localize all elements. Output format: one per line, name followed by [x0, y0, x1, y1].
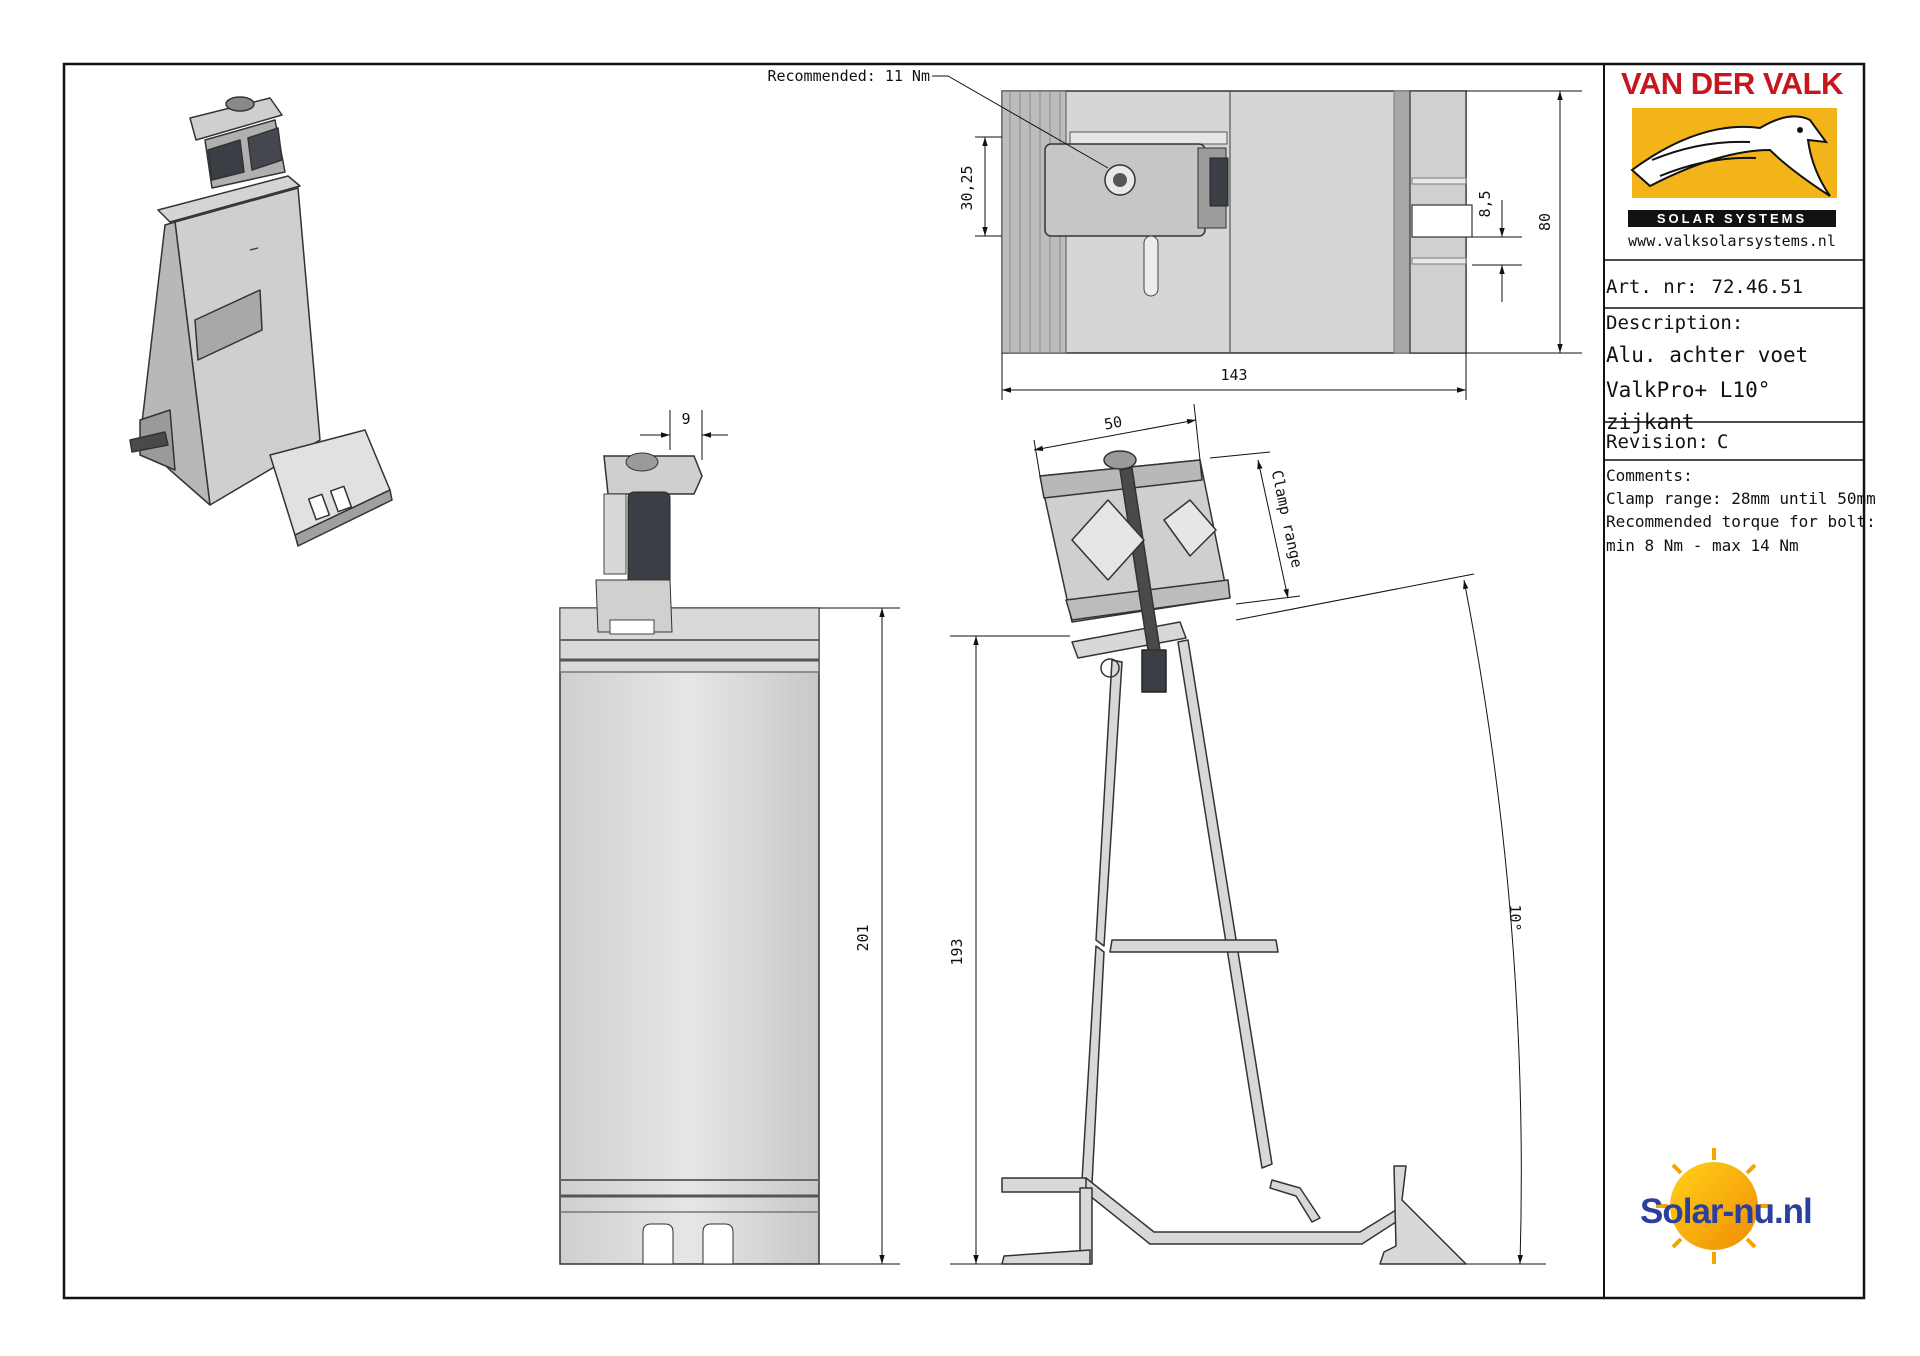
dim-50: 50: [1103, 413, 1124, 434]
revision-label: Revision:: [1606, 431, 1709, 453]
top-view-dimensions: [932, 75, 1582, 400]
eagle-logo-icon: [1630, 108, 1837, 198]
revision-value: C: [1716, 431, 1729, 453]
side-view: [559, 452, 820, 1265]
dim-angle: 10°: [1506, 904, 1524, 931]
description-line-1: Alu. achter voet: [1606, 342, 1809, 367]
article-value: 72.46.51: [1711, 276, 1804, 298]
comment-line: min 8 Nm - max 14 Nm: [1606, 535, 1799, 555]
side-view-dimensions: [640, 410, 900, 1265]
article-number-field: Art. nr: 72.46.51: [1602, 264, 1862, 310]
isometric-view: [129, 96, 393, 547]
article-label: Art. nr:: [1606, 276, 1698, 298]
dim-201: 201: [854, 924, 872, 951]
comment-line: Recommended torque for bolt:: [1606, 512, 1876, 532]
sun-logo-icon: [1656, 1148, 1772, 1264]
dim-143: 143: [1220, 366, 1247, 384]
top-view: [1001, 90, 1473, 354]
torque-callout: Recommended: 11 Nm: [767, 67, 930, 85]
dim-clamp-range: Clamp range: [1268, 469, 1306, 570]
description-line-2: ValkPro+ L10° zijkant: [1606, 378, 1771, 434]
revision-field: Revision: C: [1602, 424, 1862, 460]
dim-193: 193: [948, 938, 966, 965]
comments-field: Comments: Clamp range: 28mm until 50mm R…: [1602, 464, 1876, 557]
dim-9: 9: [681, 410, 690, 428]
brand-title: VAN DER VALK: [1621, 66, 1843, 101]
sheet-border: [62, 62, 1866, 1300]
description-field: Description: Alu. achter voet ValkPro+ L…: [1602, 312, 1862, 434]
comment-line: Clamp range: 28mm until 50mm: [1606, 489, 1876, 509]
dim-8-5: 8,5: [1476, 190, 1494, 217]
partner-logo-text: Solar-nu.nl: [1640, 1192, 1813, 1231]
brand-website: www.valksolarsystems.nl: [1628, 232, 1836, 250]
comments-label: Comments:: [1606, 466, 1693, 485]
dim-80: 80: [1536, 213, 1554, 231]
profile-view-dimensions: [950, 403, 1546, 1265]
description-label: Description:: [1606, 312, 1744, 334]
brand-subtitle: SOLAR SYSTEMS: [1628, 210, 1836, 227]
dim-30-25: 30,25: [958, 165, 976, 210]
profile-view: [1001, 450, 1467, 1265]
